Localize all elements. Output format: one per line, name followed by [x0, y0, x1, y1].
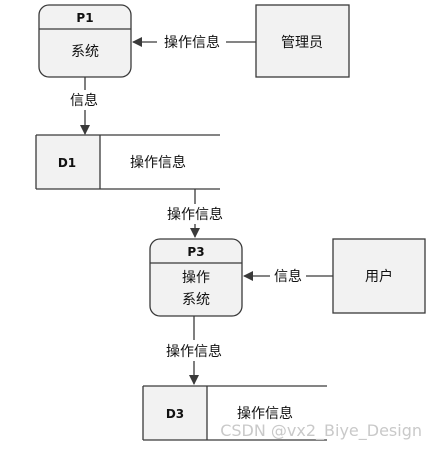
entity-user-shape — [332, 238, 426, 314]
datastore-d3-id-cell — [143, 386, 207, 440]
datastore-d1-id-cell — [36, 135, 100, 189]
datastore-d3: D3 操作信息 — [142, 385, 327, 441]
flow-d1-to-p3-label: 操作信息 — [167, 206, 223, 223]
flow-admin-to-p1: 操作信息 — [132, 34, 256, 51]
process-p3-name-line1: 操作 — [182, 270, 210, 286]
process-p3: P3 操作 系统 — [149, 238, 243, 317]
flow-p3-to-d3: 操作信息 — [166, 316, 222, 385]
process-p1-name: 系统 — [71, 44, 99, 60]
process-p3-name-line2: 系统 — [182, 292, 210, 308]
flow-p3-to-d3-label: 操作信息 — [166, 343, 222, 360]
flow-user-to-p3: 信息 — [243, 268, 333, 285]
flow-user-to-p3-label: 信息 — [274, 268, 302, 285]
entity-user-label: 用户 — [365, 268, 393, 285]
watermark: CSDN @vx2_Biye_Design — [220, 421, 422, 441]
process-p3-shape — [149, 238, 243, 317]
flow-p1-to-d1-label: 信息 — [70, 92, 98, 109]
process-p3-id: P3 — [187, 245, 204, 259]
datastore-d3-id: D3 — [166, 407, 184, 421]
entity-admin-label: 管理员 — [281, 35, 323, 51]
datastore-d3-label: 操作信息 — [237, 405, 293, 422]
datastore-d1-id: D1 — [58, 156, 76, 170]
datastore-d1-label: 操作信息 — [130, 154, 186, 171]
datastore-d1: D1 操作信息 — [35, 134, 220, 190]
process-p1-id: P1 — [76, 11, 93, 25]
entity-admin-shape — [255, 4, 350, 78]
process-p1: P1 系统 — [38, 4, 132, 78]
entity-admin: 管理员 — [255, 4, 350, 78]
flow-p1-to-d1: 信息 — [70, 77, 98, 135]
flow-d1-to-p3: 操作信息 — [167, 189, 223, 238]
flow-admin-to-p1-label: 操作信息 — [164, 34, 220, 51]
entity-user: 用户 — [332, 238, 426, 314]
